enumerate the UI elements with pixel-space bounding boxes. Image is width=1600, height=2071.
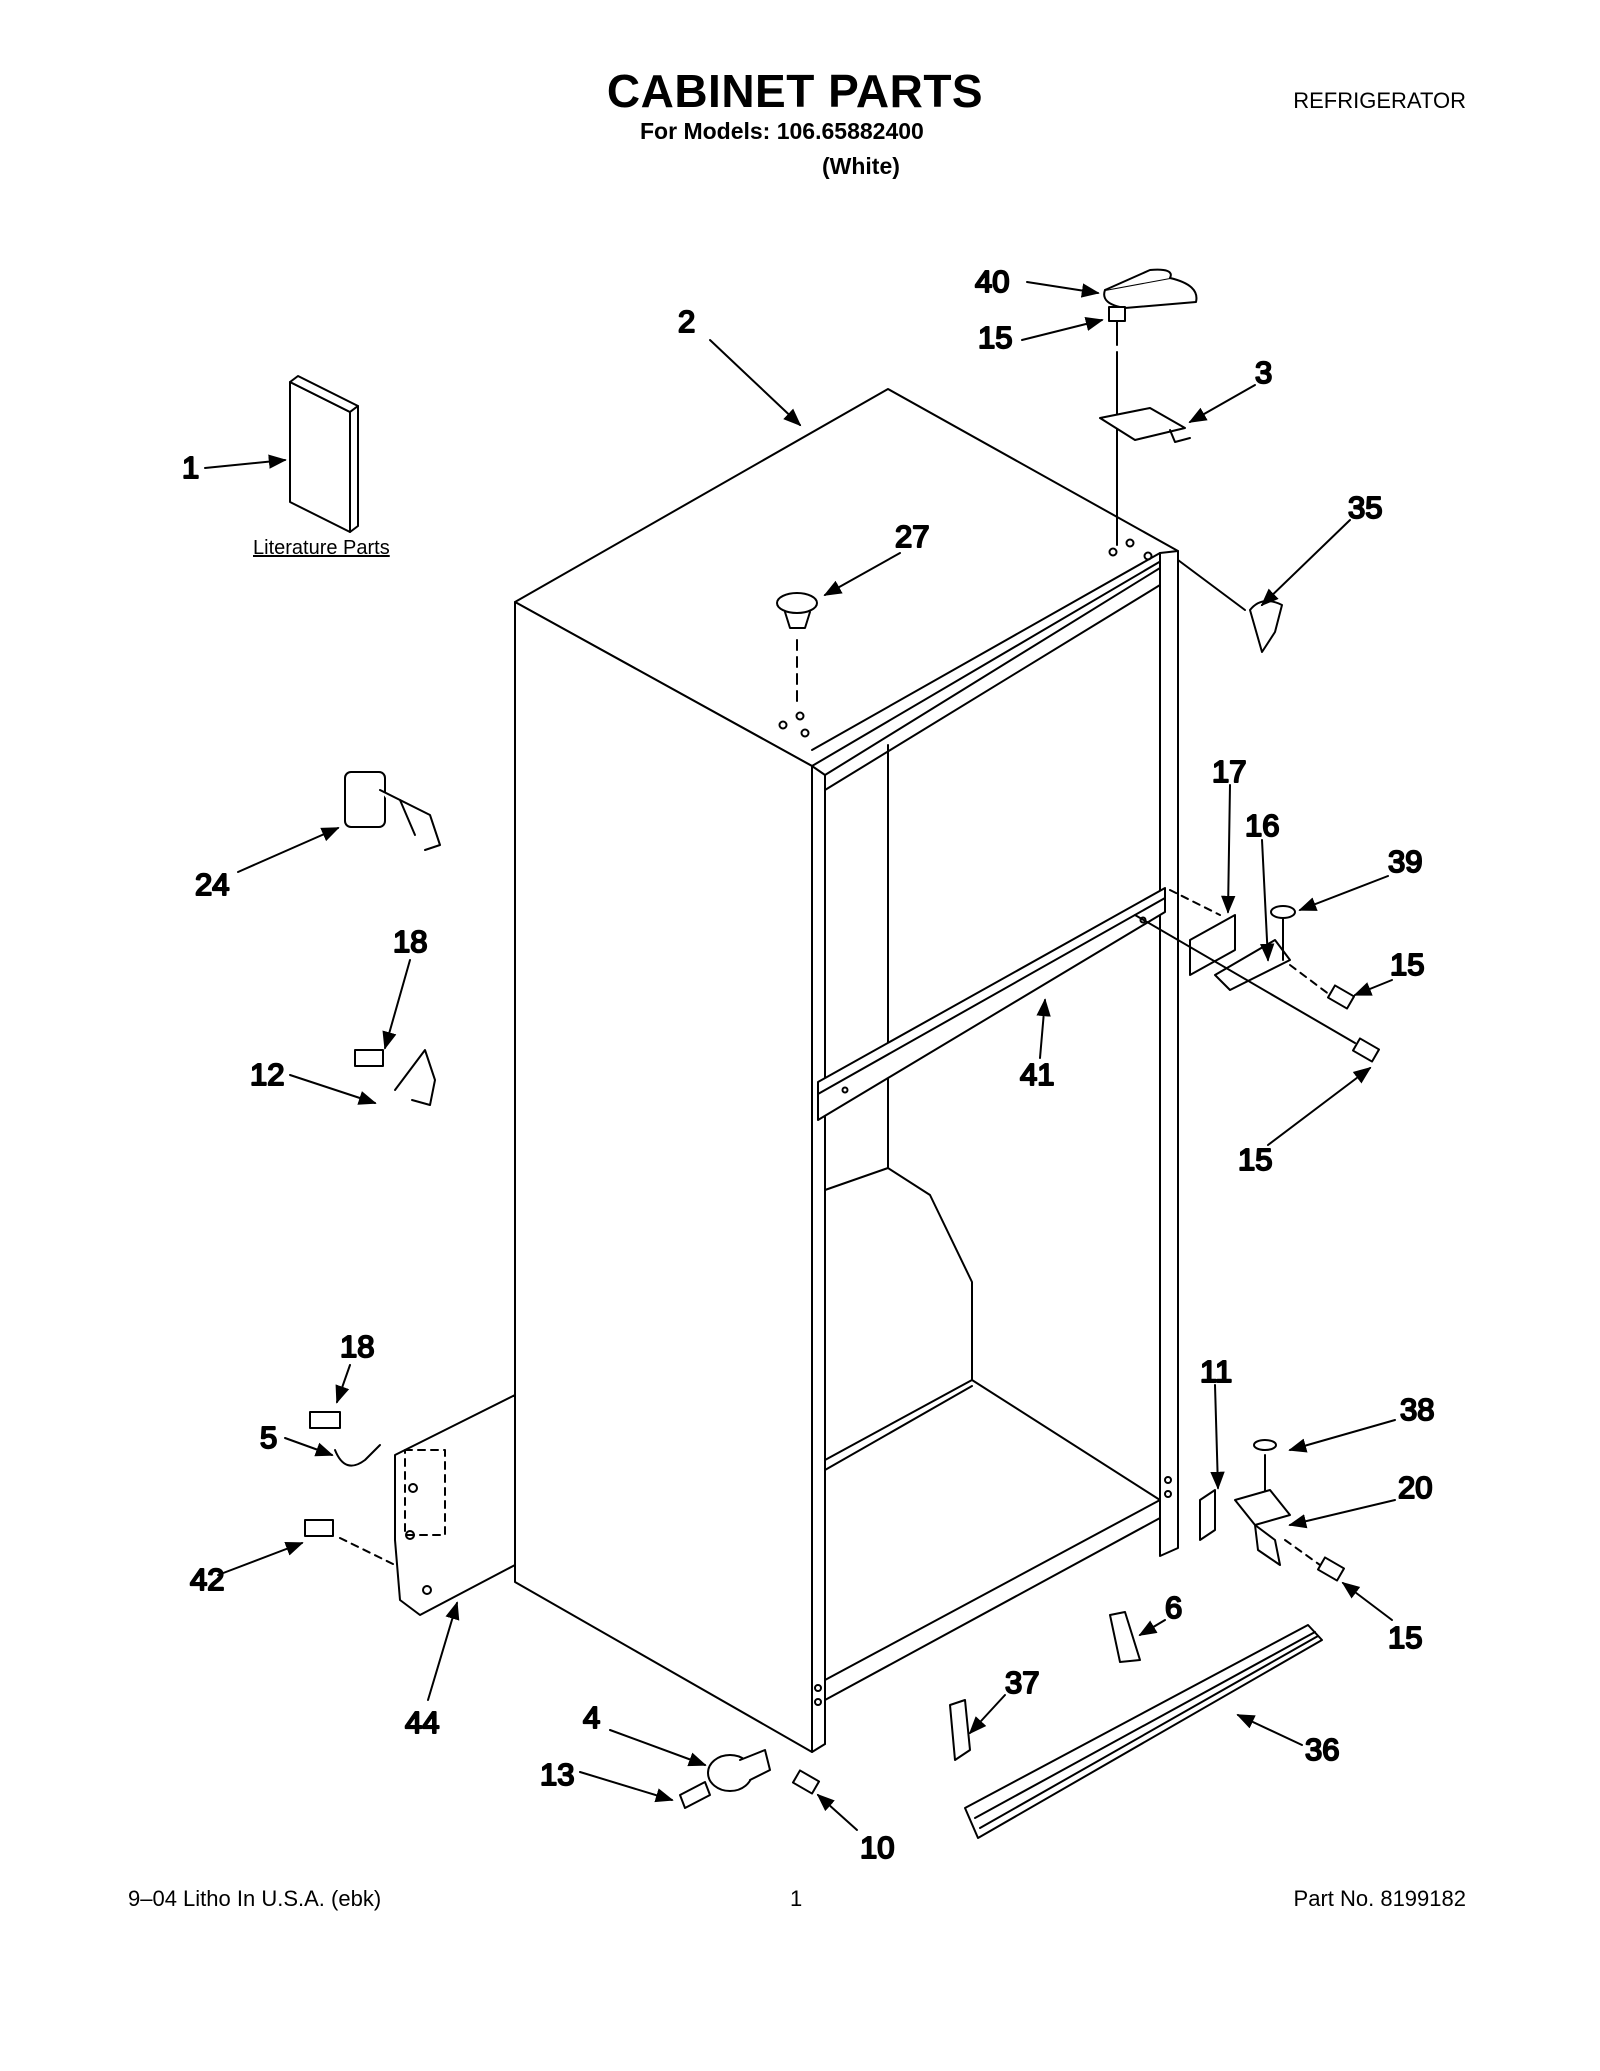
callout: 24 — [195, 867, 229, 902]
literature-parts-label: Literature Parts — [253, 537, 390, 559]
callout: 40 — [975, 264, 1009, 299]
top-hinge-3 — [1099, 407, 1191, 443]
callout: 5 — [260, 1420, 277, 1455]
callout: 16 — [1245, 808, 1279, 843]
callout: 18 — [340, 1329, 374, 1364]
callout: 13 — [540, 1757, 574, 1792]
callout: 11 — [1200, 1354, 1232, 1389]
callout: 27 — [895, 519, 929, 554]
callout: 2 — [678, 304, 695, 339]
callout: 3 — [1255, 355, 1272, 390]
footer-page-number: 1 — [790, 1886, 803, 1911]
lower-hinge — [1234, 1439, 1291, 1566]
callout: 44 — [405, 1705, 439, 1740]
callout: 36 — [1305, 1732, 1339, 1767]
handle-mount-24 — [344, 771, 441, 851]
callout: 6 — [1165, 1590, 1182, 1625]
callout: 15 — [1238, 1142, 1272, 1177]
plug-27 — [776, 592, 818, 629]
callout: 35 — [1348, 490, 1382, 525]
page-title: CABINET PARTS — [606, 65, 984, 117]
footer-part-number: Part No. 8199182 — [1293, 1886, 1466, 1911]
callout: 15 — [978, 320, 1012, 355]
toe-grille-36 — [964, 1624, 1323, 1839]
models-line: For Models: 106.65882400 — [640, 118, 924, 144]
clip-6 — [1109, 1611, 1141, 1663]
literature-booklet — [289, 375, 359, 533]
callout: 37 — [1005, 1665, 1039, 1700]
callout: 41 — [1020, 1057, 1054, 1092]
lower-left-bracket-44 — [394, 1394, 516, 1616]
shim-11 — [1199, 1489, 1216, 1541]
divider-rail — [817, 887, 1166, 1121]
color-line: (White) — [822, 153, 900, 179]
clip-35 — [1249, 600, 1283, 653]
callout: 18 — [393, 924, 427, 959]
category-label: REFRIGERATOR — [1293, 88, 1466, 113]
callout: 38 — [1400, 1392, 1434, 1427]
callout: 10 — [860, 1830, 894, 1865]
clamp-5 — [334, 1444, 381, 1467]
callout: 15 — [1390, 947, 1424, 982]
cabinet-body — [514, 388, 1179, 1753]
callout: 42 — [190, 1562, 224, 1597]
hinge-cover-40 — [1103, 268, 1198, 309]
leveling-assembly — [679, 1749, 821, 1809]
leader-lines — [204, 281, 1396, 1831]
callout: 15 — [1388, 1620, 1422, 1655]
callout: 20 — [1398, 1470, 1432, 1505]
callout-labels: 40 15 2 3 1 35 27 17 16 39 24 15 18 41 1… — [181, 263, 1435, 1866]
clip-37 — [949, 1699, 971, 1761]
screw-15-top — [1108, 306, 1126, 346]
callout: 12 — [250, 1057, 284, 1092]
callout: 1 — [182, 450, 199, 485]
callout: 4 — [583, 1700, 600, 1735]
callout: 39 — [1388, 844, 1422, 879]
callout: 17 — [1212, 754, 1246, 789]
bracket-12 — [354, 1049, 436, 1106]
footer-litho: 9–04 Litho In U.S.A. (ebk) — [128, 1886, 382, 1911]
